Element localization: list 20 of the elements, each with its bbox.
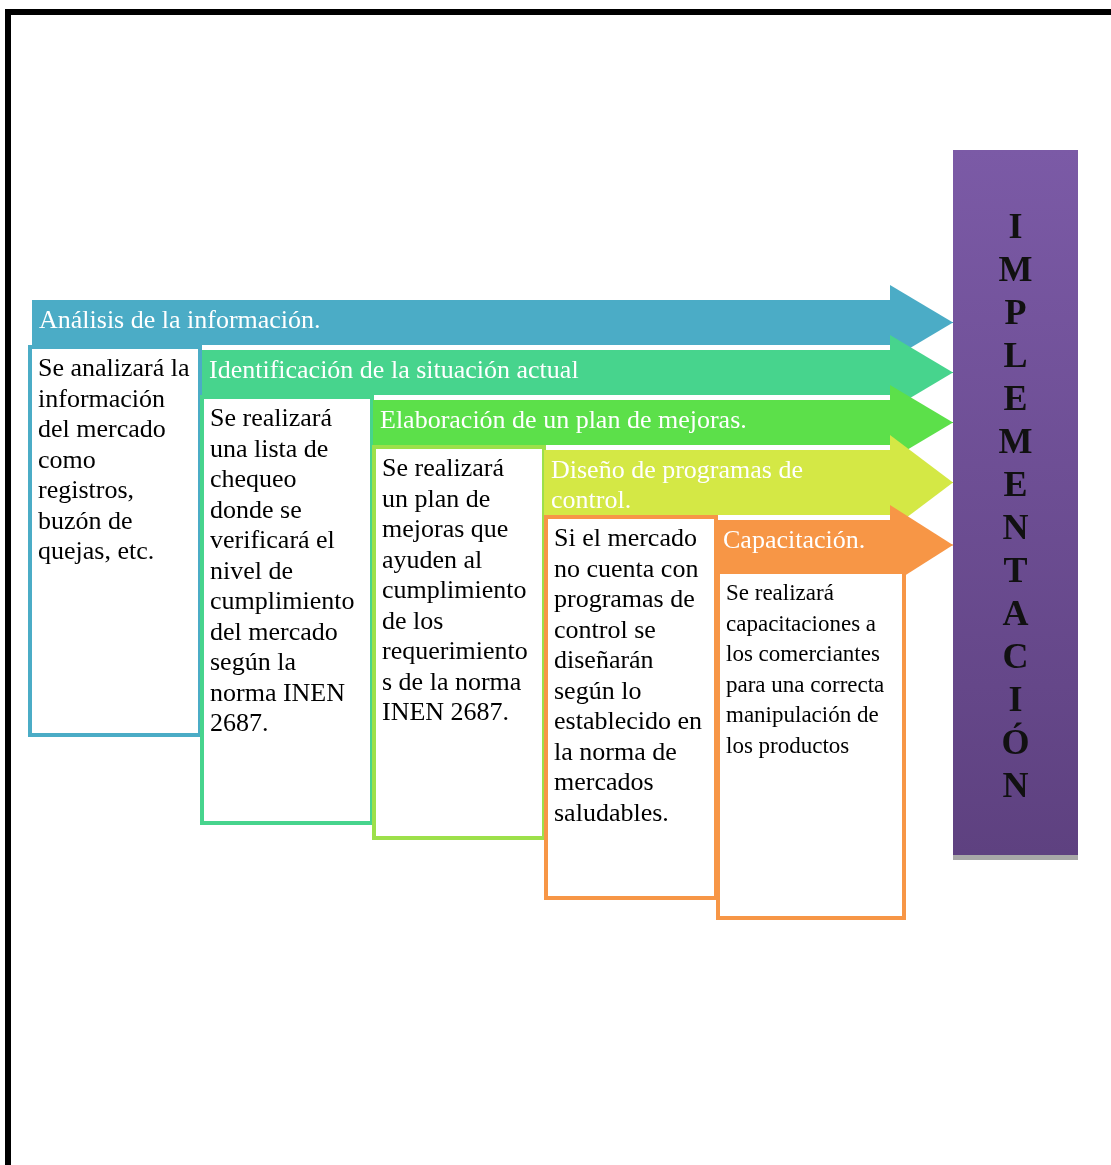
description-text: Se realizará un plan de mejoras que ayuden al cumplimiento de los requerimientos de la norma INEN 2687. (381, 452, 529, 728)
arrow-band (32, 300, 890, 345)
arrow-band (202, 350, 890, 395)
band-heading: Elaboración de un plan de mejoras. (379, 404, 748, 436)
band-heading: Capacitación. (722, 524, 867, 556)
band-heading: Identificación de la situación actual (208, 354, 580, 386)
description-text: Se realizará capacitaciones a los comerciantes para una correcta manipulación de los productos (725, 579, 886, 760)
description-box (544, 515, 718, 900)
band-heading: Diseño de programas de control. (550, 454, 804, 516)
description-text: Se analizará la información del mercado como registros, buzón de quejas, etc. (37, 352, 191, 567)
arrow-band (373, 400, 890, 445)
description-box (200, 395, 374, 825)
vertical-title: IMPLEMENTACIÓN (997, 205, 1034, 807)
description-box (28, 345, 202, 737)
arrow-band (544, 450, 890, 515)
band-heading: Análisis de la información. (38, 304, 322, 336)
description-text: Se realizará una lista de chequeo donde se verificará el nivel de cumplimiento del mercado según la norma INEN 2687. (209, 402, 356, 739)
description-box (372, 445, 546, 840)
description-text: Si el mercado no cuenta con programas de control se diseñarán según lo establecido en la norma de mercados saludables. (553, 522, 703, 829)
description-box (716, 570, 906, 920)
